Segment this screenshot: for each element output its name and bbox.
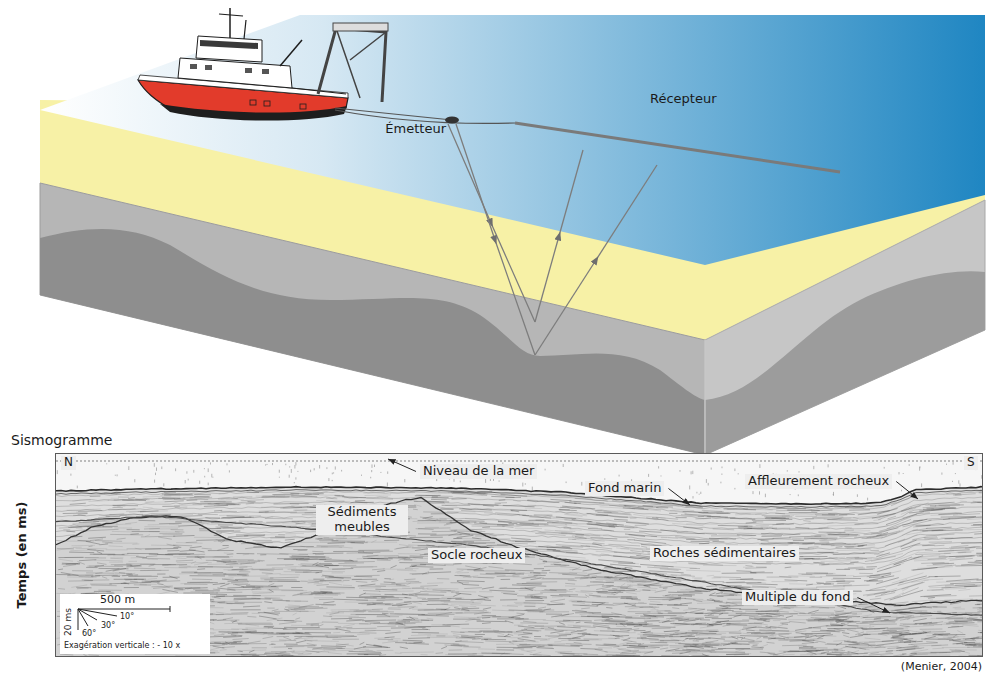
outcrop-label: Affleurement rocheux	[745, 474, 892, 489]
seismic-rays	[448, 124, 657, 355]
leader-arrow	[896, 481, 918, 499]
ship-cabin	[178, 58, 292, 88]
scale-line	[78, 609, 170, 610]
seafloor-reflector	[56, 487, 982, 505]
angle-value: 60°	[82, 629, 96, 638]
leader-arrow	[668, 488, 690, 505]
angle-value: 10°	[120, 612, 134, 621]
scale-inset: 500 m 20 ms 60° 30° 10° Exagération verticale…	[60, 594, 210, 654]
sediment-label: Sédiments meubles	[316, 505, 408, 535]
basement-label: Socle rocheux	[428, 548, 525, 563]
cabin-window	[190, 64, 197, 69]
streamer	[515, 123, 840, 172]
leader-arrow	[388, 459, 416, 471]
scale-line	[78, 609, 79, 630]
sea-level-label: Niveau de la mer	[420, 464, 537, 479]
cabin-window	[205, 65, 212, 70]
sedimentary-rock-label: Roches sédimentaires	[650, 546, 799, 561]
hull-window	[300, 104, 306, 109]
tow-gear	[335, 108, 840, 172]
seismic-noise	[56, 490, 982, 656]
exaggeration-note: Exagération verticale : - 10 x	[64, 641, 180, 650]
survey-ship	[138, 8, 388, 121]
basement-side-face	[705, 271, 985, 455]
ship-keel-band	[160, 104, 347, 121]
axis-title: Temps (en ms)	[15, 502, 30, 609]
emitter-label: Émetteur	[385, 122, 446, 137]
seafloor-reflector	[56, 490, 982, 508]
water-noise	[57, 462, 982, 500]
ship-mast	[229, 8, 231, 38]
distance-scale: 500 m	[100, 594, 135, 607]
scale-line	[78, 609, 117, 616]
cabin-window	[262, 69, 269, 74]
block-edge	[705, 340, 706, 455]
panel-heading: Sismogramme	[11, 432, 112, 448]
ship-mast	[219, 14, 243, 16]
multiple-label: Multiple du fond	[742, 590, 853, 605]
sea-surface	[40, 15, 985, 265]
ship-mast	[244, 20, 246, 39]
leader-arrow	[857, 597, 890, 613]
wheelhouse	[196, 36, 262, 62]
emitter-source	[445, 117, 459, 124]
a-frame-top	[333, 23, 388, 31]
hull-window	[250, 100, 256, 105]
scale-line	[170, 606, 171, 612]
wheelhouse-windows	[200, 40, 258, 49]
time-scale: 20 ms	[63, 608, 73, 636]
ray-up	[535, 165, 657, 355]
north-label: N	[61, 456, 76, 470]
angle-value: 30°	[101, 621, 115, 630]
south-label: S	[964, 456, 978, 470]
ray-down	[448, 124, 535, 322]
ray-down	[456, 124, 535, 355]
source-credit: (Menier, 2004)	[901, 661, 982, 674]
receiver-label: Récepteur	[650, 92, 717, 107]
seafloor-label: Fond marin	[585, 481, 664, 496]
hull-window	[264, 101, 270, 106]
seismogram-texture	[56, 454, 982, 656]
a-frame-brace	[336, 28, 386, 98]
cabin-window	[245, 68, 252, 73]
sea-level-line	[56, 461, 982, 462]
basement-reflector	[56, 498, 982, 606]
a-frame	[318, 28, 386, 102]
ray-up	[535, 150, 583, 322]
ship-crane	[280, 40, 302, 66]
leader-lines	[388, 459, 918, 613]
basement-front-face	[40, 229, 705, 455]
